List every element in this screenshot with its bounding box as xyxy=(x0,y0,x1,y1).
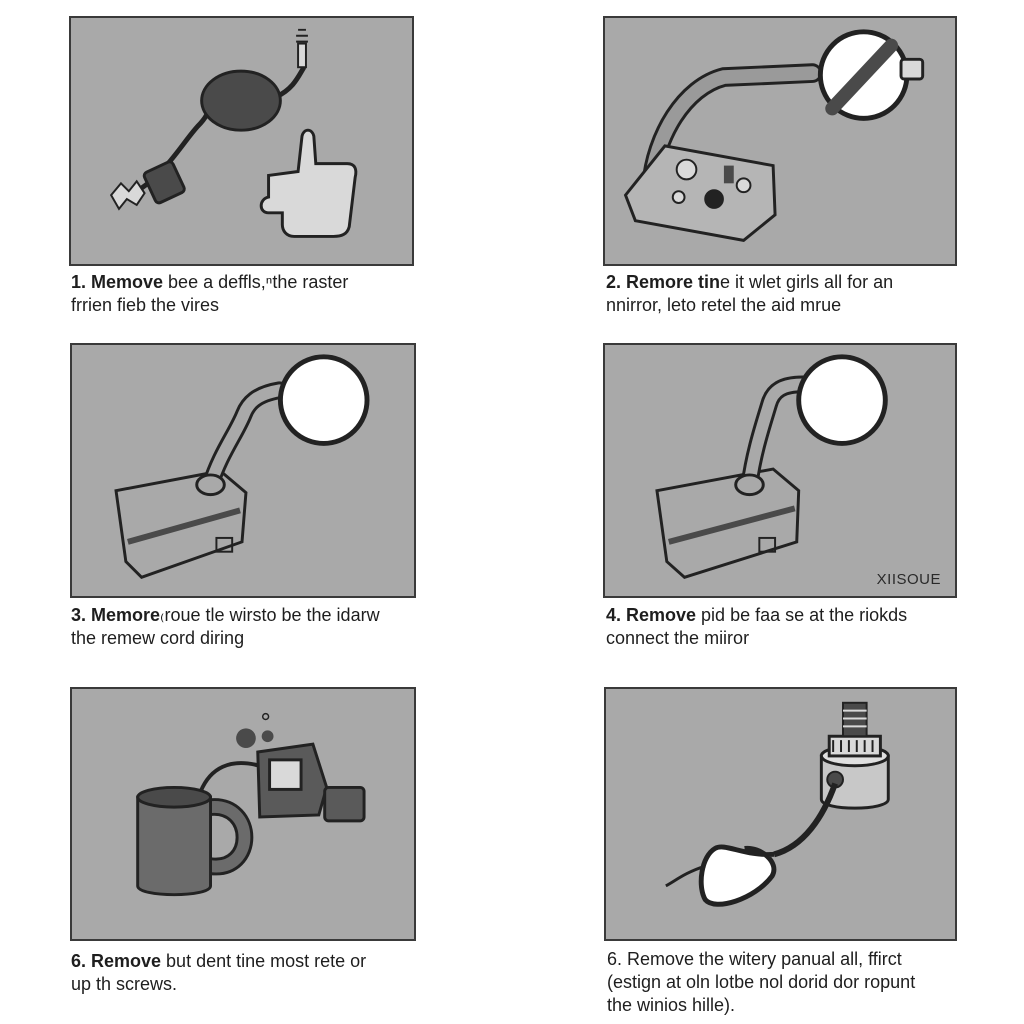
step-1-text-2: frrien fieb the vires xyxy=(71,295,220,315)
step-2-panel xyxy=(603,16,957,266)
step-2-text-2: nnirror, leto retel the aid mrue xyxy=(606,295,842,315)
step-3-caption: 3. Memore₍roue tle wirsto be the idarw t… xyxy=(71,604,431,650)
step-2-illustration xyxy=(623,29,925,242)
fuzz-ball-small xyxy=(261,730,274,743)
base-stripe xyxy=(127,507,241,545)
wire-right xyxy=(275,65,307,99)
connector-window xyxy=(268,758,303,791)
mirror-clip xyxy=(899,57,925,81)
step-4-text-1: pid be faa se at the riokds xyxy=(696,605,908,625)
fuzz-ball xyxy=(236,728,256,749)
mirror-stem-fill xyxy=(743,378,809,491)
cup-handle-fill xyxy=(209,801,251,873)
step-1-illustration xyxy=(109,28,358,238)
step-5-text-1: but dent tine most rete or xyxy=(161,951,367,971)
step-1-panel xyxy=(69,16,414,266)
screw-body xyxy=(297,42,307,69)
step-5-panel xyxy=(70,687,416,941)
step-4-panel: XIISOUE xyxy=(603,343,957,598)
knob-4 xyxy=(671,190,686,204)
step-5-label: 6. Remove xyxy=(71,951,162,971)
mirror-glass xyxy=(796,354,888,446)
plug-pins xyxy=(109,179,146,211)
connector-body xyxy=(200,69,282,132)
step-2-caption: 2. Remore tine it wlet girls all for an … xyxy=(606,271,976,317)
cable xyxy=(198,761,261,793)
base-stripe xyxy=(668,505,796,545)
mirror-stem-fill xyxy=(204,384,286,491)
stem-socket xyxy=(734,473,765,497)
step-3-label: 3. Memore xyxy=(71,605,161,625)
connector-plug xyxy=(323,785,366,823)
step-6-text-3: the winios hille). xyxy=(607,995,736,1015)
knob-1 xyxy=(675,158,698,181)
step-5-caption: 6. Remove but dent tine most rete or up … xyxy=(71,950,431,996)
stem-socket xyxy=(195,473,226,497)
step-3-text-2: the remew cord diring xyxy=(71,628,245,648)
cup-rim xyxy=(136,785,212,809)
cup-body xyxy=(136,795,212,897)
step-6-text-2: (estign at oln lotbe nol dorid dor ropun… xyxy=(607,972,916,992)
spark xyxy=(261,712,270,721)
step-6-text-1: 6. Remove the witery panual all, ffirct xyxy=(607,949,902,969)
wire-tail xyxy=(665,864,706,888)
plug-connector xyxy=(142,160,186,205)
step-3-text-1: ₍roue tle wirsto be the idarw xyxy=(160,605,380,625)
hand-icon xyxy=(259,128,358,238)
knob-3 xyxy=(735,177,752,194)
step-3-panel xyxy=(70,343,416,598)
step-4-illustration xyxy=(655,354,888,579)
holder-teeth xyxy=(832,740,874,752)
step-1-label: 1. Memove xyxy=(71,272,164,292)
step-1-caption: 1. Memove bee a deffls,ⁿthe raster frrie… xyxy=(71,271,431,317)
knob-2 xyxy=(704,189,724,209)
step-3-illustration xyxy=(114,354,370,580)
step-6-panel xyxy=(604,687,957,941)
wire xyxy=(773,782,838,858)
base-latch xyxy=(215,536,234,553)
base-latch xyxy=(758,536,777,553)
fuse-thread xyxy=(843,709,867,728)
step-2-label: 2. Remore tin xyxy=(606,272,721,292)
step-5-text-2: up th screws. xyxy=(71,974,178,994)
switch xyxy=(723,165,734,184)
step-5-illustration xyxy=(136,712,366,897)
step-2-text-1: e it wlet girls all for an xyxy=(720,272,894,292)
step-1-text-1: bee a deffls,ⁿthe raster xyxy=(163,272,349,292)
step-4-caption: 4. Remove pid be faa se at the riokds co… xyxy=(606,604,966,650)
wire-loop xyxy=(698,844,777,907)
control-unit xyxy=(623,144,777,242)
holder-body xyxy=(819,754,890,810)
panel-label-tag: XIISOUE xyxy=(876,571,941,588)
step-4-text-2: connect the miiror xyxy=(606,628,750,648)
step-6-caption: 6. Remove the witery panual all, ffirct … xyxy=(607,948,997,1017)
mirror-tool xyxy=(825,38,899,116)
screw-thread xyxy=(296,28,308,43)
step-4-label: 4. Remove xyxy=(606,605,697,625)
step-6-illustration xyxy=(665,701,890,907)
mirror-glass xyxy=(277,354,370,446)
fuse-cap xyxy=(842,701,868,738)
